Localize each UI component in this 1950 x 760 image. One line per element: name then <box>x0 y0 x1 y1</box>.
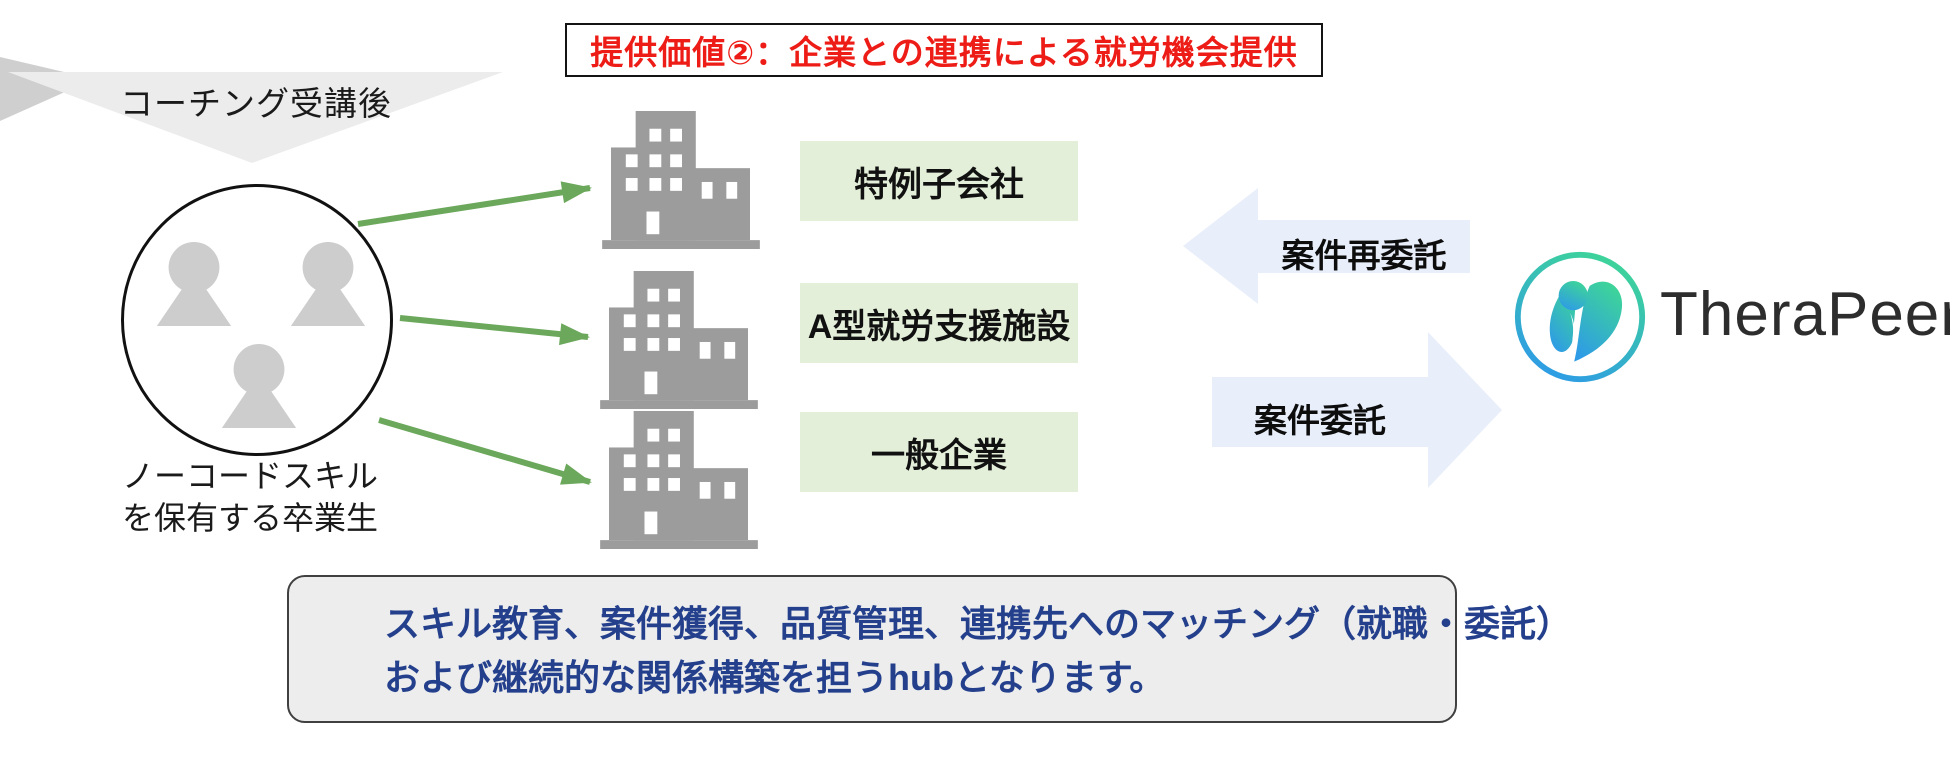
person-icon <box>156 242 232 327</box>
redelegation-arrow-label: 案件再委託 <box>1281 237 1447 274</box>
partner-label: A型就労支援施設 <box>807 307 1071 346</box>
green-arrow-middle <box>399 315 590 346</box>
hub-summary-box: スキル教育、案件獲得、品質管理、連携先へのマッチング（就職・委託） および継続的… <box>287 575 1573 723</box>
hub-summary-line2: および継続的な関係構築を担うhubとなります。 <box>384 657 1166 698</box>
green-arrow-bottom <box>378 417 592 485</box>
therapeer-logo-icon <box>1514 251 1646 383</box>
value-proposition-title: 提供価値②：企業との連携による就労機会提供 <box>590 34 1298 71</box>
hub-summary-line1: スキル教育、案件獲得、品質管理、連携先へのマッチング（就職・委託） <box>384 603 1573 644</box>
building-icon <box>600 411 758 549</box>
block-arrow-right <box>1212 332 1502 488</box>
graduates-circle <box>121 184 393 456</box>
graduates-caption: ノーコードスキル を保有する卒業生 <box>122 455 422 539</box>
brand-name: TheraPeer <box>1660 280 1950 349</box>
graduates-caption-line2: を保有する卒業生 <box>122 500 379 536</box>
delegation-arrow-label: 案件委託 <box>1254 402 1386 439</box>
graduates-caption-line1: ノーコードスキル <box>122 458 379 494</box>
building-icon <box>602 111 760 249</box>
building-icon <box>600 271 758 409</box>
partner-box-general-company: 一般企業 <box>800 412 1078 492</box>
value-proposition-banner: 提供価値②：企業との連携による就労機会提供 <box>565 23 1323 77</box>
partner-label: 特例子会社 <box>854 165 1024 204</box>
down-chevron-shape <box>8 72 503 163</box>
block-arrow-left <box>1183 188 1470 304</box>
person-icon <box>221 344 297 429</box>
partner-label: 一般企業 <box>871 436 1007 475</box>
green-arrow-top <box>357 181 592 227</box>
partner-box-special-subsidiary: 特例子会社 <box>800 141 1078 221</box>
partner-box-type-a-facility: A型就労支援施設 <box>800 283 1078 363</box>
after-coaching-label: コーチング受講後 <box>120 85 392 122</box>
person-icon <box>290 242 366 327</box>
